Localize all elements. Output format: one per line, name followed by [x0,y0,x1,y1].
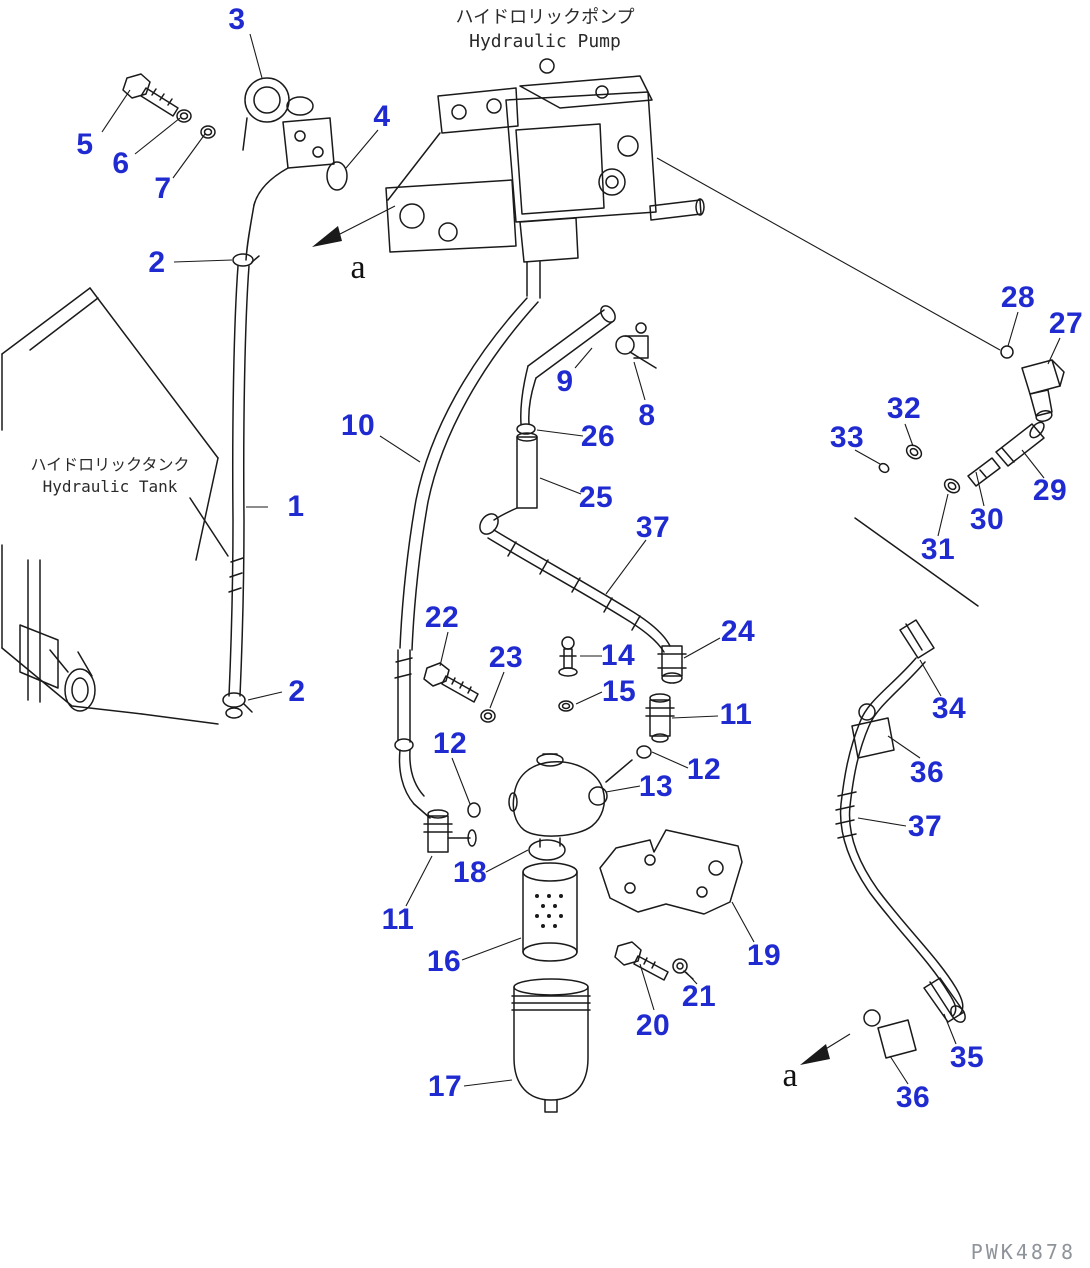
callout-part-37-18: 37 [635,511,671,544]
callout-part-33-11: 33 [829,421,865,454]
callout-part-1-19: 1 [287,490,305,523]
drawing-number: PWK4878 [970,1240,1076,1264]
callout-part-12-29: 12 [686,753,722,786]
callout-part-24-23: 24 [720,615,756,648]
callout-part-7-4: 7 [154,172,172,205]
callout-part-37-32: 37 [907,810,943,843]
bolt-washers-drawing [122,73,216,139]
callout-part-26-13: 26 [580,420,616,453]
callout-part-29-15: 29 [1032,474,1068,507]
section-arrows [312,226,830,1065]
callout-part-23-21: 23 [488,641,524,674]
suction-hose-drawing [394,297,539,853]
return-hose-drawing [835,517,979,1059]
tube-clamps-drawing [222,253,260,719]
valve-14-15-drawing [558,636,578,712]
callout-part-35-39: 35 [949,1041,985,1074]
callout-part-3-0: 3 [228,3,246,36]
section-marker-a-0: a [350,249,366,286]
callout-part-12-28: 12 [432,727,468,760]
callout-part-14-22: 14 [600,639,636,672]
tank-title-en: Hydraulic Tank [42,476,178,496]
callout-part-6-3: 6 [112,147,130,180]
callout-part-25-14: 25 [578,481,614,514]
callout-part-34-27: 34 [931,692,967,725]
leader-lines [101,33,1061,1087]
pump-title-jp: ハイドロリックポンプ [455,7,635,28]
filter-canister-drawing [511,978,591,1113]
callout-part-28-6: 28 [1000,281,1036,314]
bracket-drawing [599,829,743,915]
callout-part-19-36: 19 [746,939,782,972]
callout-part-11-26: 11 [719,698,753,731]
section-marker-a-1: a [782,1057,798,1094]
elbow-right-drawing [605,693,675,783]
callout-part-18-33: 18 [452,856,488,889]
callout-part-31-17: 31 [920,533,956,566]
callout-part-17-41: 17 [427,1070,463,1103]
callout-part-20-38: 20 [635,1009,671,1042]
callout-part-15-24: 15 [601,675,637,708]
breather-valve-drawing [242,77,348,261]
callout-part-30-16: 30 [969,503,1005,536]
callout-part-11-34: 11 [381,903,415,936]
callout-part-27-7: 27 [1048,307,1084,340]
callout-part-36-40: 36 [895,1081,931,1114]
bolt-22-ring-23-drawing [423,662,496,723]
callout-part-9-8: 9 [556,365,574,398]
callout-part-13-31: 13 [638,770,674,803]
callout-part-8-9: 8 [638,399,656,432]
callout-part-10-12: 10 [340,409,376,442]
filter-head-drawing [508,753,608,861]
callout-part-22-20: 22 [424,601,460,634]
filter-element-drawing [522,862,578,962]
callout-part-16-35: 16 [426,945,462,978]
hydraulic-pump-drawing [385,58,705,299]
hydraulic-tank-drawing [1,287,229,725]
delivery-pipe-drawing [479,305,657,535]
tank-title-jp: ハイドロリックタンク [30,455,190,474]
tank-title: ハイドロリックタンク Hydraulic Tank [30,454,189,497]
bolt-20-21-drawing [614,941,694,981]
pump-title-en: Hydraulic Pump [469,31,621,53]
callout-part-2-5: 2 [148,246,166,279]
callout-part-2-25: 2 [288,675,306,708]
callout-part-4-2: 4 [373,100,391,133]
hose-37-mid-drawing [487,529,687,684]
callout-part-32-10: 32 [886,392,922,425]
callout-part-5-1: 5 [76,128,94,161]
callout-part-21-37: 21 [681,980,717,1013]
right-fittings-drawing [878,345,1065,494]
pump-title: ハイドロリックポンプ Hydraulic Pump [455,6,634,55]
callout-part-36-30: 36 [909,756,945,789]
